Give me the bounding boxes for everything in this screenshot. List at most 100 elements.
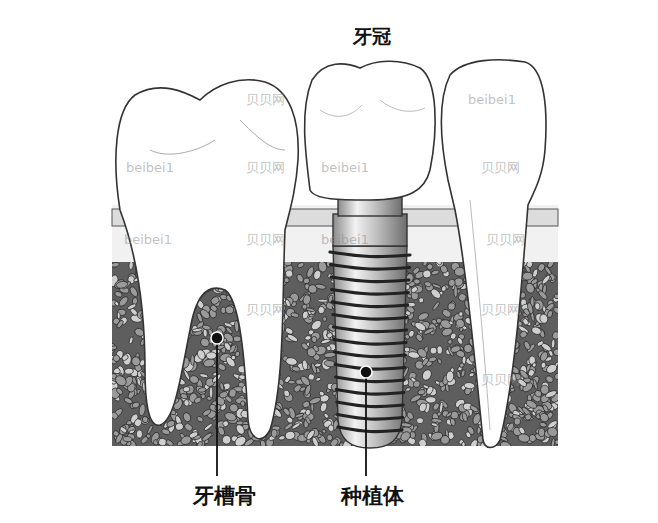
bone-cell xyxy=(199,308,212,320)
bone-cell xyxy=(284,422,294,431)
bone-cell xyxy=(123,436,132,442)
bone-cell xyxy=(206,352,217,359)
bone-cell xyxy=(539,351,549,363)
bone-cell xyxy=(553,348,558,356)
bone-cell xyxy=(314,363,321,368)
leader-line xyxy=(365,372,367,476)
bone-cell xyxy=(459,362,465,368)
part-label: 牙冠 xyxy=(353,25,391,48)
implant-thread xyxy=(336,390,403,395)
bone-cell xyxy=(131,356,142,367)
bone-cell xyxy=(146,424,153,434)
bone-cell xyxy=(229,403,239,412)
bone-cell xyxy=(305,429,316,441)
bone-cell xyxy=(517,433,530,443)
bone-cell xyxy=(307,283,319,295)
bone-cell xyxy=(201,432,213,442)
bone-cell xyxy=(544,266,552,276)
bone-cell xyxy=(318,390,325,397)
bone-cell xyxy=(439,264,448,274)
bone-cell xyxy=(431,269,440,275)
bone-cell xyxy=(116,280,128,289)
bone-cell xyxy=(121,354,129,362)
bone-cell xyxy=(209,387,212,399)
bone-cell xyxy=(462,442,466,446)
bone-cell xyxy=(421,357,429,366)
implant-thread xyxy=(330,252,410,257)
implant-thread xyxy=(331,277,409,282)
bone-cell xyxy=(161,428,171,436)
bone-cell xyxy=(303,277,311,284)
bone-cell xyxy=(525,262,533,269)
bone-cell xyxy=(323,317,327,322)
bone-cell xyxy=(547,419,558,429)
implant-fixture xyxy=(330,246,410,448)
bone-cell xyxy=(305,416,312,425)
bone-cell xyxy=(191,355,195,365)
bone-cell xyxy=(297,262,305,269)
bone-cell xyxy=(203,358,216,368)
watermark: 贝贝网 xyxy=(246,92,285,108)
bone-cell xyxy=(112,262,120,268)
watermark: 贝贝网 xyxy=(246,160,285,176)
leader-dot xyxy=(360,366,372,378)
bone-cell xyxy=(437,346,443,354)
bone-cell xyxy=(424,281,432,288)
bone-cell xyxy=(321,339,331,345)
bone-cell xyxy=(541,274,551,285)
bone-cell xyxy=(552,306,558,315)
bone-cell xyxy=(219,391,229,399)
bone-cell xyxy=(431,422,438,427)
bone-cell xyxy=(328,425,334,432)
bone-cell xyxy=(188,374,199,385)
bone-cell xyxy=(306,307,315,312)
bone-cell xyxy=(441,285,447,292)
watermark: 贝贝网 xyxy=(481,302,520,318)
watermark: 贝贝网 xyxy=(481,160,520,176)
watermark: 贝贝网 xyxy=(486,232,525,248)
implant-thread xyxy=(333,315,407,320)
bone-cell xyxy=(551,339,555,348)
bone-cell xyxy=(304,335,311,341)
bone-cell xyxy=(519,330,529,339)
bone-cell xyxy=(447,302,456,311)
bone-cell xyxy=(524,282,536,295)
bone-cell xyxy=(524,413,533,421)
bone-cell xyxy=(523,340,531,350)
bone-cell xyxy=(112,342,117,352)
bone-cell xyxy=(311,336,318,343)
bone-cell xyxy=(446,411,453,418)
bone-cell xyxy=(224,305,235,316)
bone-cell xyxy=(124,368,133,375)
bone-cell xyxy=(129,429,135,434)
bone-cell xyxy=(119,426,128,434)
bone-cell xyxy=(305,409,311,416)
bone-cell xyxy=(448,279,456,287)
bone-cell xyxy=(209,304,218,313)
bone-cell xyxy=(290,312,299,318)
bone-cell xyxy=(128,286,139,298)
bone-cell xyxy=(166,420,176,429)
bone-cell xyxy=(260,439,267,446)
bone-cell xyxy=(538,428,545,437)
bone-cell xyxy=(222,420,230,428)
bone-cell xyxy=(296,273,305,283)
bone-cell xyxy=(127,303,137,311)
bone-cell xyxy=(196,349,207,361)
bone-cell xyxy=(214,403,222,412)
bone-cell xyxy=(284,277,290,283)
bone-cell xyxy=(302,360,308,370)
bone-cell xyxy=(439,402,444,413)
bone-cell xyxy=(449,332,457,340)
bone-cell xyxy=(180,393,188,400)
bone-cell xyxy=(530,326,542,336)
bone-cell xyxy=(417,438,428,446)
bone-cell xyxy=(199,373,208,378)
bone-cell xyxy=(525,399,538,410)
bone-cell xyxy=(404,347,410,353)
bone-cell xyxy=(183,386,190,392)
bone-cell xyxy=(464,382,475,389)
bone-cell xyxy=(545,375,554,384)
bone-cell xyxy=(192,328,202,332)
bone-cell xyxy=(284,269,294,279)
